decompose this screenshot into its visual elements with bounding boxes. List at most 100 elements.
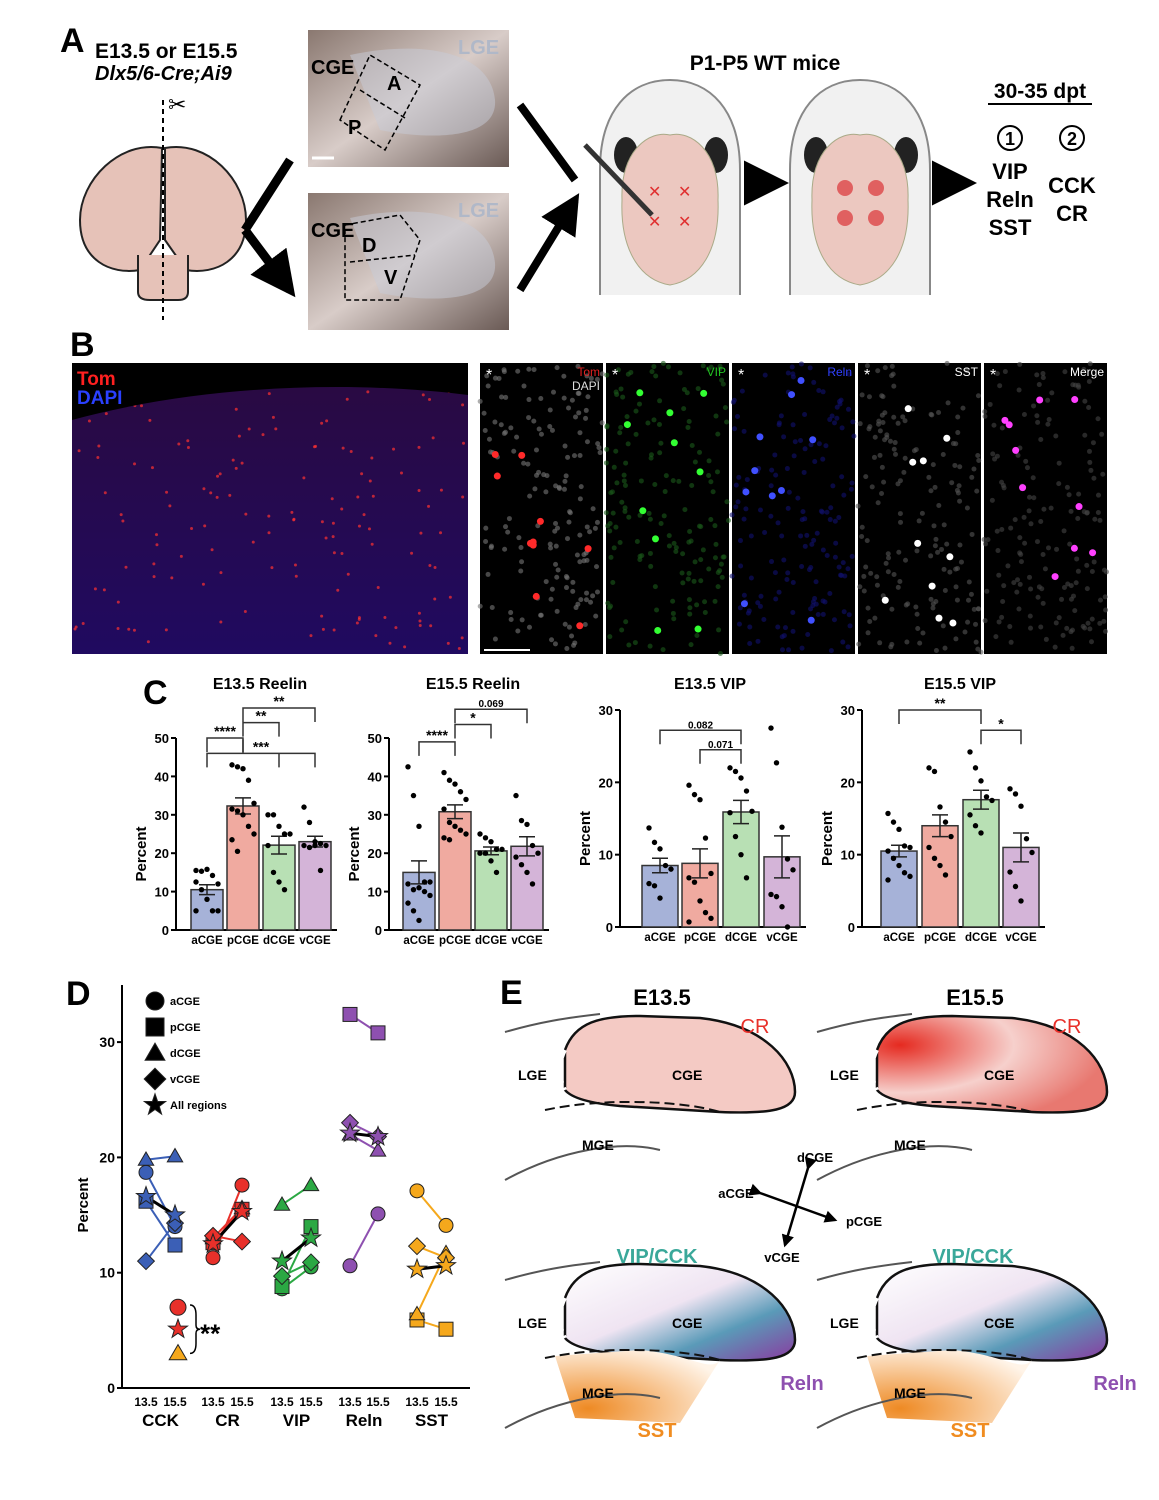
cell-mark <box>913 447 919 453</box>
cell-mark <box>1026 494 1032 500</box>
group-label: VIP <box>283 1411 310 1430</box>
data-point <box>463 831 469 837</box>
lge-label: LGE <box>518 1315 547 1331</box>
cell-mark <box>460 636 464 640</box>
cell-mark <box>1018 559 1024 565</box>
x-tick-label: 13.5 <box>201 1395 225 1409</box>
significance-label: * <box>470 710 476 726</box>
significance-label: ** <box>274 693 285 709</box>
cell-mark <box>733 482 739 488</box>
svg-text:✕: ✕ <box>678 214 691 231</box>
cell-mark <box>399 471 403 475</box>
cell-mark <box>1087 459 1093 465</box>
point-all-e15 <box>231 1200 253 1221</box>
cell-mark <box>608 603 614 609</box>
cell-mark <box>1091 475 1097 481</box>
cell-mark <box>1059 596 1065 602</box>
cell-mark <box>1075 382 1081 388</box>
cell-mark <box>657 450 663 456</box>
cell-mark <box>518 544 524 550</box>
cell-mark <box>561 373 567 379</box>
mice-label: P1-P5 WT mice <box>690 52 841 75</box>
cell-mark <box>744 477 750 483</box>
cell-mark <box>549 427 555 433</box>
cell-mark <box>994 528 1000 534</box>
cell-mark <box>991 422 997 428</box>
data-point <box>1018 898 1024 904</box>
cell-mark <box>1030 475 1036 481</box>
cell-mark <box>1081 366 1087 372</box>
mge-boundary <box>856 1348 1033 1361</box>
cell-mark <box>1086 378 1092 384</box>
y-tick-label: 50 <box>368 731 382 746</box>
cell-mark <box>1097 597 1103 603</box>
cell-mark <box>971 466 977 472</box>
annotation-circle <box>169 1298 187 1316</box>
data-point <box>441 806 447 812</box>
cell-mark <box>917 640 923 646</box>
data-point <box>477 850 483 856</box>
data-point <box>646 880 652 887</box>
sst-label: SST <box>638 1420 677 1442</box>
data-point <box>972 765 979 771</box>
cell-mark <box>898 519 904 525</box>
cell-mark <box>418 619 422 623</box>
labeled-cell <box>751 467 759 475</box>
cell-mark <box>874 582 880 588</box>
dcge-label: dCGE <box>797 1150 833 1165</box>
cell-mark <box>594 589 600 595</box>
cell-mark <box>820 547 826 553</box>
data-point <box>488 838 494 845</box>
cell-mark <box>757 603 763 609</box>
cell-mark <box>618 424 624 430</box>
lge-label: LGE <box>458 37 499 59</box>
cell-mark <box>216 474 220 478</box>
cell-mark <box>1005 563 1011 569</box>
group-label: Reln <box>346 1411 383 1430</box>
cell-mark <box>251 540 255 544</box>
labeled-cell <box>670 439 678 447</box>
cell-mark <box>838 397 844 403</box>
embryo-image-ap: CGE LGE A P <box>308 30 509 167</box>
cell-mark <box>340 507 344 511</box>
cell-mark <box>689 483 695 489</box>
cell-mark <box>828 505 834 511</box>
data-point <box>708 870 714 877</box>
cell-mark <box>801 469 807 475</box>
cell-mark <box>357 524 361 528</box>
data-point <box>779 904 785 910</box>
data-point <box>518 862 525 868</box>
cell-mark <box>514 434 520 440</box>
cell-mark <box>964 368 970 374</box>
x-tick-label: pCGE <box>227 935 259 947</box>
cell-mark <box>708 516 714 522</box>
data-point <box>535 850 541 856</box>
data-point <box>1018 803 1024 809</box>
chart-title: E13.5 Reelin <box>213 676 307 693</box>
cell-mark <box>790 628 796 634</box>
cell-mark <box>861 588 867 594</box>
point-dCGE-e13 <box>137 1151 155 1166</box>
cell-mark <box>802 543 808 549</box>
cell-mark <box>666 543 672 549</box>
labeled-cell <box>636 389 644 397</box>
cell-mark <box>561 395 567 401</box>
legend-label: vCGE <box>170 1074 200 1086</box>
svg-text:✕: ✕ <box>648 184 661 201</box>
cell-mark <box>715 584 721 590</box>
cell-mark <box>663 473 669 479</box>
cell-mark <box>1068 629 1074 635</box>
arrow-icon <box>241 157 290 290</box>
cell-mark <box>676 478 682 484</box>
cell-mark <box>74 625 78 629</box>
data-point <box>937 862 943 869</box>
cell-mark <box>611 545 617 551</box>
cell-mark <box>140 404 144 408</box>
cell-mark <box>982 618 988 624</box>
cell-mark <box>935 549 941 555</box>
cell-mark <box>779 647 785 653</box>
cell-mark <box>710 489 716 495</box>
region-d-label: D <box>362 235 376 257</box>
